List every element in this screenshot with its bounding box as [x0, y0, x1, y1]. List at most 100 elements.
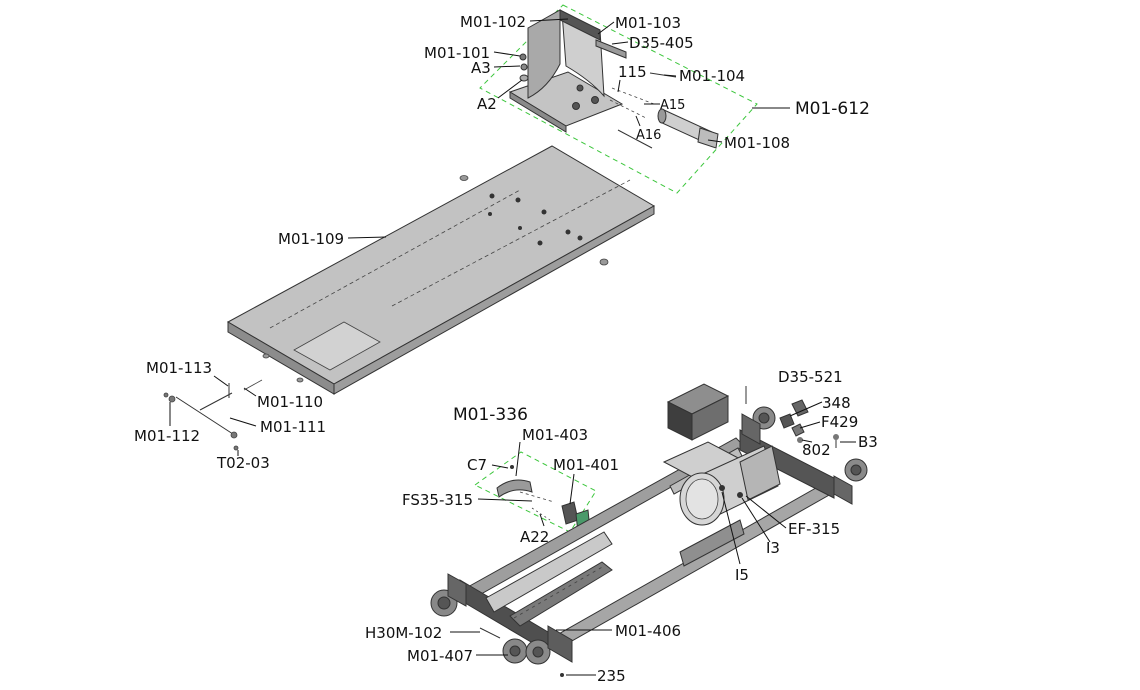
lever-end-nut — [230, 431, 238, 439]
plate-hole-5 — [577, 235, 583, 241]
plate-hole-7 — [518, 226, 522, 230]
control-box — [666, 383, 730, 441]
plate-screw-bottom — [296, 377, 304, 383]
label-i5: I5 — [735, 566, 749, 584]
label-ef-315: EF-315 — [788, 520, 840, 538]
motor-end-ring — [685, 478, 719, 520]
label-m01-110: M01-110 — [257, 393, 323, 411]
leader-m01-103 — [597, 21, 615, 35]
leader-i5 — [721, 491, 741, 565]
base-plate-m01-109 — [226, 145, 656, 395]
rod-lower — [617, 129, 653, 149]
leader-a22 — [539, 513, 545, 527]
label-m01-401: M01-401 — [553, 456, 619, 474]
part-labels: M01-102 M01-103 D35-405 M01-101 A3 115 M… — [134, 13, 878, 685]
leader-d35-405 — [611, 41, 629, 45]
label-a15: A15 — [660, 98, 685, 113]
leader-fs35-315 — [477, 498, 533, 502]
plate-right-edge — [333, 205, 655, 395]
plate-hole-6 — [537, 240, 543, 246]
wheel-front-right — [502, 638, 528, 664]
leader-m01-109 — [347, 236, 387, 239]
leader-m01-102 — [529, 18, 569, 22]
leader-m01-401 — [569, 473, 575, 505]
plate-screw-right — [599, 258, 609, 266]
bracket-saddle-left — [527, 9, 561, 99]
leader-c7 — [491, 464, 509, 469]
bolt-b3-head — [833, 434, 839, 440]
plate-top — [226, 145, 656, 385]
leader-m01-104 — [663, 74, 677, 77]
label-a3: A3 — [471, 59, 491, 77]
label-m01-612: M01-612 — [795, 99, 870, 119]
label-m01-109: M01-109 — [278, 230, 344, 248]
plate-groove-1 — [269, 189, 521, 329]
bracket-d35-521 — [791, 399, 809, 417]
leader-a3 — [493, 65, 521, 68]
leader-m01-110 — [243, 387, 257, 397]
wheel-front-left — [430, 573, 467, 617]
wheel-back-left — [741, 406, 776, 445]
bracket-bolt-hole-2 — [591, 96, 599, 104]
label-t02-03: T02-03 — [216, 454, 270, 472]
plate-screw-bottom-2 — [262, 353, 270, 359]
motor-bolt-i5 — [719, 485, 725, 491]
bolt-h30m-102 — [479, 627, 501, 639]
wheel-back-right — [833, 458, 868, 505]
label-a22: A22 — [520, 528, 549, 546]
label-m01-407: M01-407 — [407, 647, 473, 665]
label-348: 348 — [822, 394, 851, 412]
bracket-bolt-hole-3 — [576, 84, 584, 92]
part-f429 — [791, 423, 805, 437]
label-802: 802 — [802, 441, 831, 459]
motor-bolt-i3 — [737, 492, 743, 498]
clamp-pin — [510, 465, 514, 469]
label-m01-102: M01-102 — [460, 13, 526, 31]
plate-hole-1 — [489, 193, 495, 199]
label-a16: A16 — [636, 128, 661, 143]
part-802 — [797, 437, 803, 443]
label-d35-405: D35-405 — [629, 34, 694, 52]
assembly-m01-612 — [479, 4, 758, 194]
plate-hole-8 — [488, 212, 492, 216]
label-m01-111: M01-111 — [260, 418, 326, 436]
leader-ef-315 — [745, 495, 787, 529]
bracket-saddle-inner — [559, 9, 601, 41]
motor-ef-315 — [662, 441, 781, 526]
label-m01-108: M01-108 — [724, 134, 790, 152]
leader-i3 — [741, 497, 771, 543]
label-h30m-102: H30M-102 — [365, 624, 442, 642]
plate-screw-left — [459, 175, 469, 181]
leader-115 — [617, 79, 621, 93]
lever-pin-m01-110 — [243, 379, 263, 391]
label-m01-406: M01-406 — [615, 622, 681, 640]
leader-m01-111 — [229, 417, 257, 427]
bracket-shaft — [595, 39, 627, 59]
leader-m01-108 — [707, 139, 723, 143]
plate-groove-2 — [391, 179, 631, 307]
wheel-m01-407 — [525, 625, 573, 665]
label-f429: F429 — [821, 413, 858, 431]
control-box-side — [691, 395, 729, 441]
label-m01-113: M01-113 — [146, 359, 212, 377]
leader-m01-403 — [515, 441, 521, 477]
label-115: 115 — [618, 63, 647, 81]
lever-end-cap — [168, 395, 176, 403]
pin-row-a15 — [611, 87, 655, 105]
lever-arm — [199, 392, 233, 411]
cylinder-m01-108 — [657, 108, 719, 149]
assembly-m01-336 — [474, 451, 597, 534]
label-c7: C7 — [467, 456, 487, 474]
frame-inner-plate-1 — [485, 531, 613, 613]
leader-m01-113 — [213, 375, 229, 387]
hardware-right — [745, 386, 839, 448]
label-i3: I3 — [766, 539, 780, 557]
plate-cutout — [293, 321, 381, 371]
label-m01-336: M01-336 — [453, 405, 528, 425]
lever-screw-m01-112 — [163, 392, 169, 398]
leader-m01-101 — [493, 51, 521, 57]
part-348 — [779, 413, 795, 429]
plate-hole-4 — [565, 229, 571, 235]
rod-m01-104 — [649, 72, 677, 78]
